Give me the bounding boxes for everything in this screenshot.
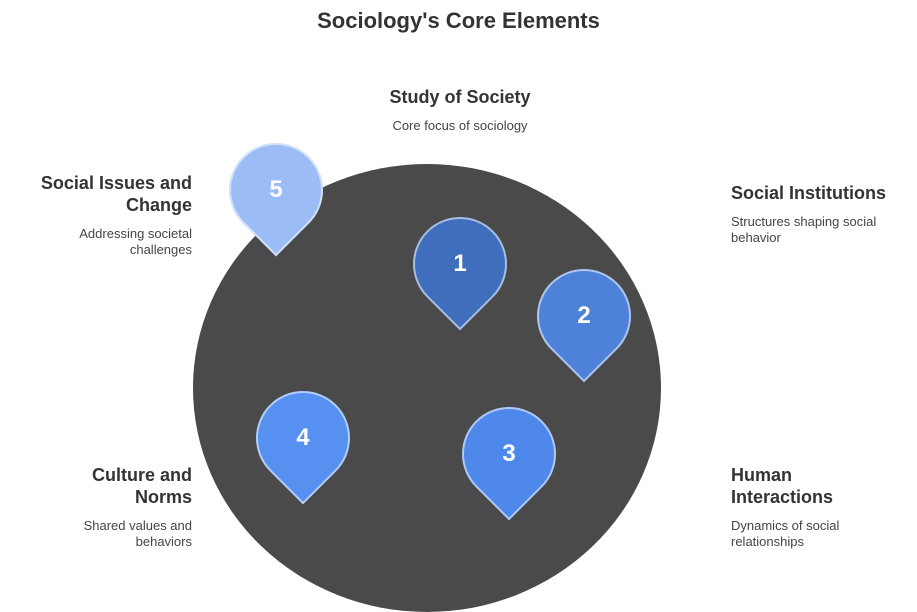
marker-pin-4: 4 xyxy=(236,371,370,505)
marker-number-1: 1 xyxy=(453,250,467,277)
label-title: Human Interactions xyxy=(731,465,834,507)
marker-number-2: 2 xyxy=(577,302,591,329)
label-social-issues-and-change: Social Issues and Change Addressing soci… xyxy=(2,172,192,258)
label-human-interactions: Human Interactions Dynamics of social re… xyxy=(731,464,881,550)
label-culture-and-norms: Culture and Norms Shared values and beha… xyxy=(42,464,192,550)
label-title: Culture and Norms xyxy=(91,465,192,507)
label-study-of-society: Study of Society Core focus of sociology xyxy=(330,86,590,134)
marker-pin-2: 2 xyxy=(517,249,651,383)
marker-pin-5: 5 xyxy=(209,123,343,257)
marker-number-5: 5 xyxy=(269,176,283,203)
marker-pin-1: 1 xyxy=(393,197,527,331)
label-title: Social Issues and Change xyxy=(40,173,192,215)
marker-pin-3: 3 xyxy=(442,387,576,521)
label-description: Addressing societal challenges xyxy=(79,226,192,257)
label-title: Study of Society xyxy=(389,87,531,107)
marker-number-3: 3 xyxy=(502,440,516,467)
label-description: Dynamics of social relationships xyxy=(731,518,840,549)
label-description: Shared values and behaviors xyxy=(83,518,192,549)
label-title: Social Institutions xyxy=(731,183,887,203)
label-social-institutions: Social Institutions Structures shaping s… xyxy=(731,182,915,246)
label-description: Structures shaping social behavior xyxy=(731,214,877,245)
label-description: Core focus of sociology xyxy=(392,118,528,133)
diagram-title: Sociology's Core Elements xyxy=(317,8,600,33)
marker-number-4: 4 xyxy=(296,424,310,451)
